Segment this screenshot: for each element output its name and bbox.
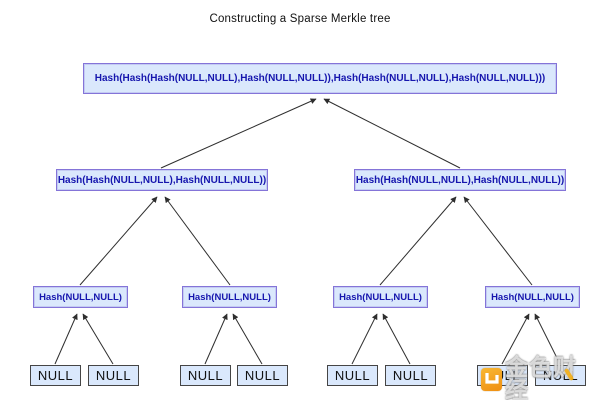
- tree-node-l3-2: Hash(NULL,NULL): [333, 286, 428, 308]
- diagram-title: Constructing a Sparse Merkle tree: [209, 13, 391, 25]
- leaf-node-5: NULL: [385, 365, 436, 386]
- tree-node-l3-0: Hash(NULL,NULL): [33, 286, 128, 308]
- tree-node-root: Hash(Hash(Hash(NULL,NULL),Hash(NULL,NULL…: [83, 63, 557, 94]
- tree-node-l2-left: Hash(Hash(NULL,NULL),Hash(NULL,NULL)): [56, 169, 268, 191]
- tree-node-l3-1: Hash(NULL,NULL): [182, 286, 277, 308]
- tree-node-l3-3: Hash(NULL,NULL): [485, 286, 580, 308]
- watermark: 金色财经: [481, 356, 600, 400]
- watermark-text: 金色财经: [505, 354, 577, 400]
- leaf-node-1: NULL: [88, 365, 139, 386]
- golden-finance-logo-icon: [481, 367, 502, 391]
- leaf-node-4: NULL: [327, 365, 378, 386]
- leaf-node-3: NULL: [237, 365, 288, 386]
- tree-node-l2-right: Hash(Hash(NULL,NULL),Hash(NULL,NULL)): [354, 169, 566, 191]
- leaf-node-2: NULL: [180, 365, 231, 386]
- leaf-node-0: NULL: [30, 365, 81, 386]
